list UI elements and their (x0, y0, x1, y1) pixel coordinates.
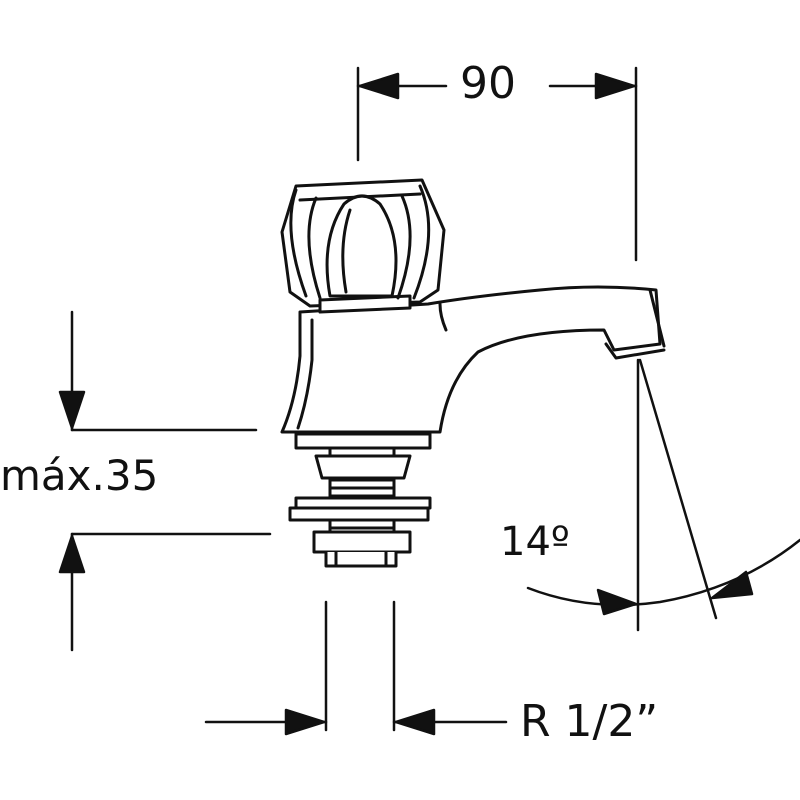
depth-dimension-label: máx.35 (0, 451, 159, 500)
faucet-handle (280, 178, 446, 314)
faucet-body (280, 285, 666, 434)
width-dimension-label: 90 (460, 58, 516, 109)
threaded-shank (288, 432, 432, 568)
depth-dimension (58, 310, 272, 652)
width-dimension (356, 66, 638, 262)
thread-dimension (204, 600, 508, 736)
angle-dimension-label: 14º (500, 519, 570, 565)
angle-dimension (526, 358, 800, 632)
thread-dimension-label: R 1/2” (520, 696, 659, 747)
